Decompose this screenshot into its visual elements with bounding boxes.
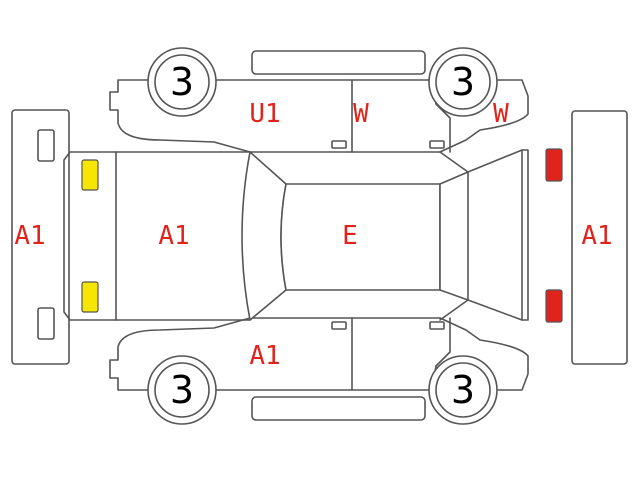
code-upper-rear-door: W [353,99,369,129]
roof-panel [280,183,441,291]
taillamp-bottom [545,289,563,323]
headlamp-bottom [81,281,99,313]
taillamp-top [545,148,563,182]
rear-window [439,171,469,301]
tire-rear-right-rating: 3 [451,368,475,412]
code-roof: E [342,221,358,251]
tire-front-left-rating: 3 [170,60,194,104]
windshield [241,151,287,321]
top-side-skirt [251,50,426,75]
tire-rear-left: 3 [147,355,217,425]
code-front-bumper: A1 [14,221,45,251]
top-front-door-handle [331,140,347,149]
code-rear-bumper: A1 [581,221,612,251]
tire-rear-left-rating: 3 [170,368,194,412]
front-bumper-vent-bottom [37,307,55,340]
bottom-side-skirt [251,396,426,421]
rear-bumper [571,110,628,365]
tire-rear-right: 3 [428,355,498,425]
code-upper-rear-fender: W [493,99,509,129]
tire-front-right-rating: 3 [451,60,475,104]
tire-front-left: 3 [147,47,217,117]
top-view-body [63,149,529,321]
tire-front-right: 3 [428,47,498,117]
code-hood: A1 [158,221,189,251]
bottom-front-door-handle [331,321,347,330]
bottom-rear-door-handle [429,321,445,330]
front-bumper-vent-top [37,129,55,162]
code-lower-front-door: A1 [249,341,280,371]
headlamp-top [81,159,99,191]
code-upper-front-door: U1 [249,99,280,129]
front-bumper [11,109,70,365]
top-rear-door-handle [429,140,445,149]
